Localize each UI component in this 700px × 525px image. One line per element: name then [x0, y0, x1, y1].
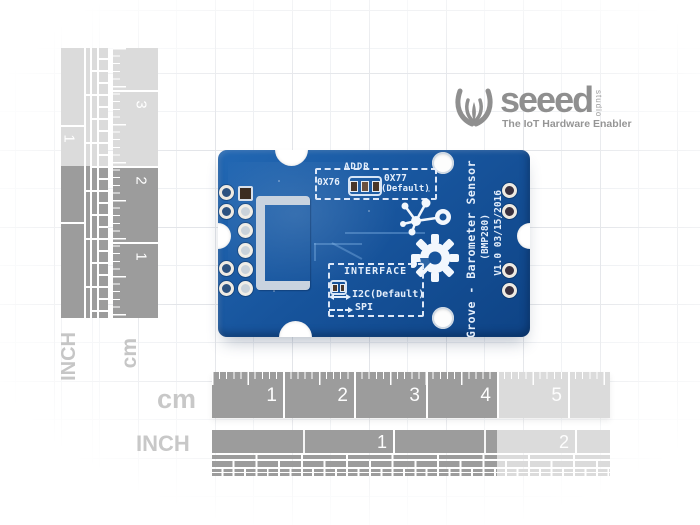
through-hole-pad	[219, 261, 234, 276]
ruler-mark	[426, 372, 428, 418]
board-speckle	[278, 180, 280, 182]
ruler-mark	[113, 242, 158, 244]
jumper-pad	[361, 180, 369, 192]
ruler-number: 4	[480, 385, 491, 406]
seeed-tagline: The IoT Hardware Enabler	[502, 118, 632, 130]
addr-option-0x77: 0X77	[384, 173, 407, 184]
ruler-mark	[354, 372, 356, 418]
mounting-hole-top	[432, 152, 454, 174]
pcb-board: ADDR 0X76 0X77 (Default)	[218, 150, 530, 337]
jumper-pad	[332, 283, 338, 292]
addr-title: ADDR	[344, 162, 370, 172]
pcb-trace	[314, 243, 316, 261]
ruler-inch-bar: 1 2	[212, 430, 610, 453]
ruler-number: 1	[266, 385, 277, 406]
ruler-mark	[61, 125, 84, 127]
ruler-mark	[61, 222, 84, 224]
pcb-trace	[314, 243, 362, 245]
i2c-arrow-icon	[329, 294, 351, 300]
through-hole-pad	[502, 183, 517, 198]
seeed-logo: seeed studio The IoT Hardware Enabler	[452, 82, 652, 142]
board-chip-name: (BMP280)	[480, 214, 491, 260]
interface-title: INTERFACE	[344, 266, 408, 277]
addr-option-0x76: 0X76	[317, 177, 340, 188]
ruler-cm-label: cm	[156, 384, 196, 414]
board-speckle	[273, 290, 275, 292]
through-hole-pad	[219, 281, 234, 296]
ruler-vertical-cm: 3 2 1	[113, 48, 158, 318]
addr-default-note: (Default)	[381, 184, 430, 194]
through-hole-pad	[219, 204, 234, 219]
jumper-pad	[372, 180, 380, 192]
ruler-inch-eighth-ticks	[212, 461, 610, 467]
ruler-vertical-inch-eighth-ticks	[90, 48, 99, 318]
ruler-mark	[484, 430, 486, 453]
spi-arrow-icon	[329, 307, 353, 313]
ruler-inch-sixteenth-ticks	[212, 469, 610, 476]
through-hole-pad	[502, 263, 517, 278]
ruler-vertical-inch-quarter-ticks	[84, 48, 92, 318]
ruler-mark	[497, 372, 499, 418]
board-version: V1.0 03/15/2016	[493, 190, 504, 276]
through-hole-pad	[219, 185, 234, 200]
ruler-mark	[113, 166, 158, 168]
ruler-inch-label: INCH	[136, 431, 190, 456]
through-hole-pad	[238, 204, 253, 219]
ruler-mark	[568, 372, 570, 418]
seeed-molecule-icon	[400, 198, 451, 236]
ruler-horizontal-inch: 1 2	[212, 430, 610, 476]
notch-right	[517, 223, 530, 249]
through-hole-pad	[238, 223, 253, 238]
through-hole-pad	[502, 283, 517, 298]
jumper-pad	[339, 283, 345, 292]
interface-jumper-pads	[330, 280, 347, 295]
ruler-number: 1	[132, 252, 150, 261]
ruler-mark	[303, 430, 305, 453]
board-product-name: Grove - Barometer Sensor	[464, 160, 478, 337]
ruler-number: 2	[337, 385, 348, 406]
through-hole-pad	[238, 281, 253, 296]
ruler-vertical-inch-bar	[61, 48, 84, 318]
seeed-studio-text: studio	[594, 90, 603, 118]
addr-jumper-pads	[348, 176, 382, 196]
ruler-vertical-cm-label: cm	[118, 338, 141, 369]
notch-top	[275, 150, 308, 166]
board-speckle	[428, 190, 430, 192]
ruler-number: 2	[558, 432, 569, 452]
interface-option-spi: SPI	[355, 302, 374, 313]
ruler-inch-quarter-ticks	[212, 455, 610, 459]
ruler-mark	[393, 430, 395, 453]
ruler-vertical-inch-sixteenth-ticks	[97, 48, 108, 318]
notch-bottom	[279, 321, 312, 337]
board-speckle	[368, 210, 370, 212]
grove-connector-outline	[256, 196, 310, 290]
ruler-number: 2	[132, 176, 150, 185]
ruler-number: 3	[409, 385, 420, 406]
interface-option-i2c: I2C(Default)	[352, 289, 425, 300]
ruler-cm-halfcm-ticks	[212, 372, 610, 385]
mounting-hole-bottom	[432, 307, 454, 329]
ruler-mark	[575, 430, 577, 453]
ruler-vertical-cm-halfcm-ticks	[113, 48, 126, 318]
ruler-mark	[113, 90, 158, 92]
ruler-number: 5	[551, 385, 562, 406]
seeed-lotus-icon	[455, 88, 493, 127]
jumper-pad	[350, 180, 358, 192]
through-hole-pad	[238, 262, 253, 277]
through-hole-pad	[502, 204, 517, 219]
notch-left	[218, 223, 231, 249]
square-pad	[238, 186, 253, 201]
ruler-number: 3	[132, 100, 150, 109]
ruler-vertical-inch-label: INCH	[58, 332, 80, 381]
through-hole-pad	[238, 243, 253, 258]
ruler-horizontal-cm: 1 2 3 4 5	[212, 372, 610, 418]
seeed-brand-text: seeed	[500, 79, 594, 120]
pcb-trace	[345, 232, 425, 234]
ruler-number: 1	[60, 134, 78, 143]
addr-selection-box	[315, 168, 437, 200]
ruler-mark	[283, 372, 285, 418]
ruler-vertical-inch: 1	[60, 48, 108, 318]
ruler-number: 1	[376, 432, 387, 452]
interface-selection-box	[328, 263, 424, 317]
